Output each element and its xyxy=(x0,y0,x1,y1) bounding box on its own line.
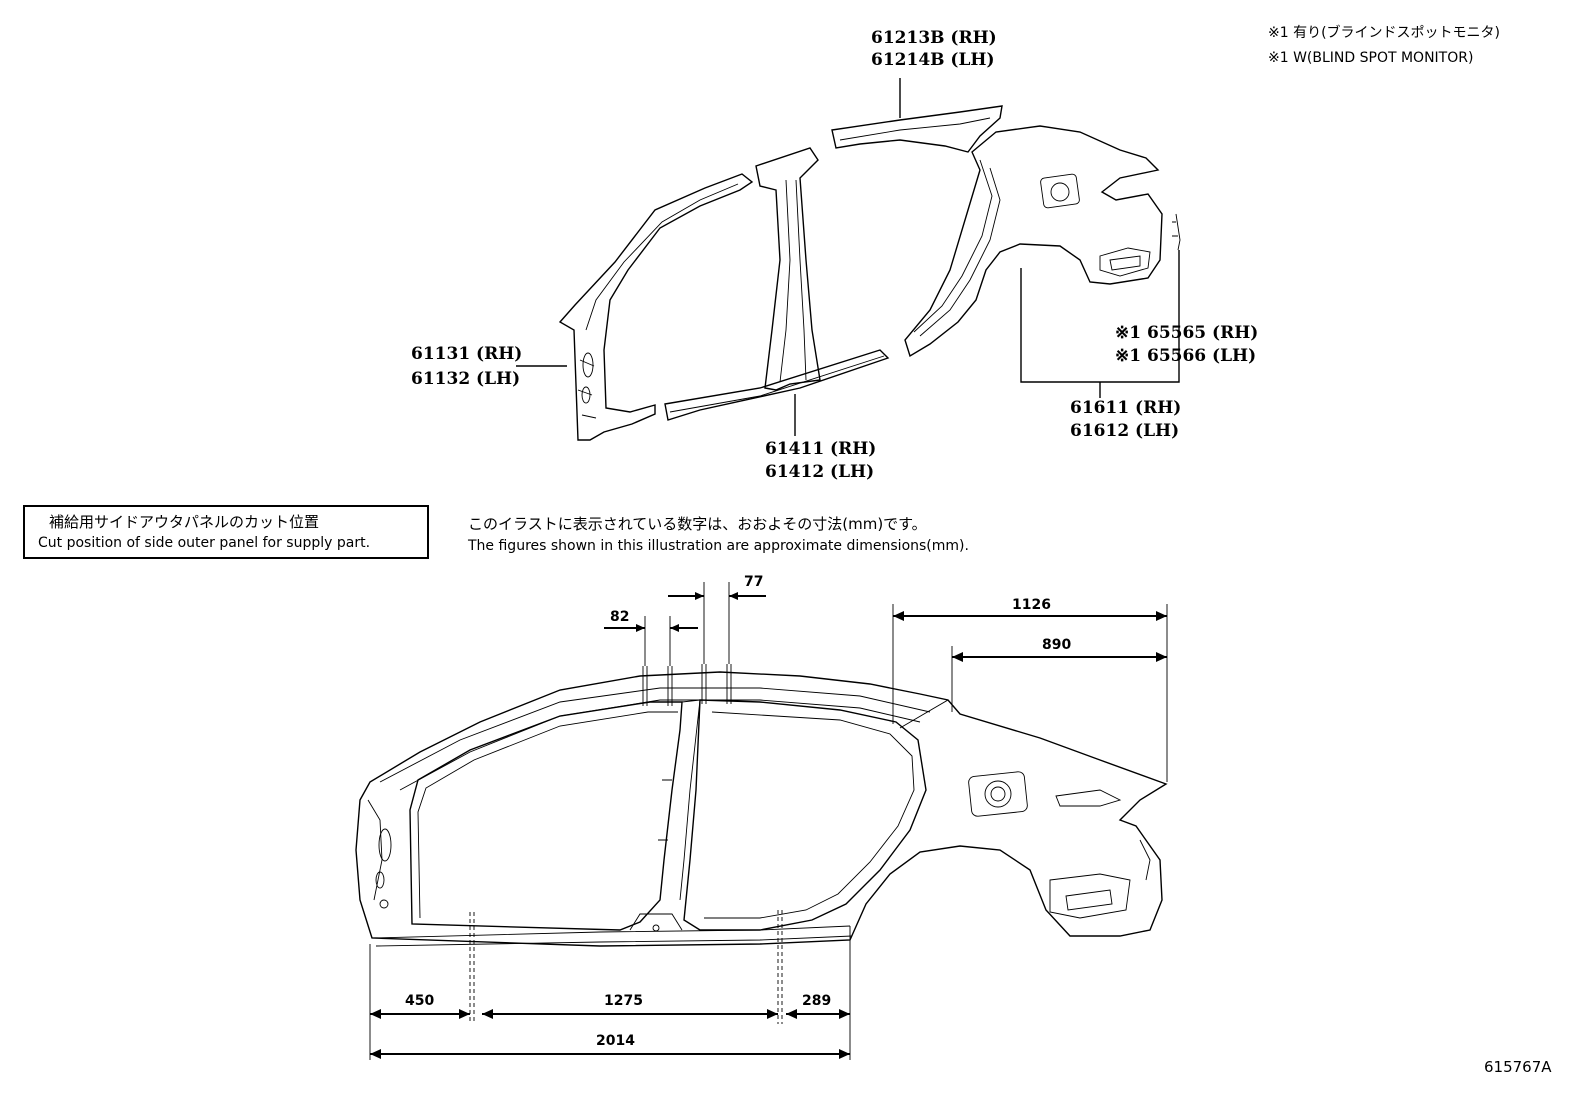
rocker-panel xyxy=(664,349,890,421)
side-view xyxy=(355,582,1168,1060)
roof-side-rail xyxy=(831,105,1003,153)
dim-77: 77 xyxy=(744,574,764,590)
part-label-monitor-lh: ※1 65566 (LH) xyxy=(1115,346,1257,366)
front-door-opening xyxy=(409,701,683,931)
cut-marks xyxy=(469,664,783,1024)
exploded-view xyxy=(516,78,1181,441)
dim-289: 289 xyxy=(802,993,832,1009)
dim-82: 82 xyxy=(610,609,630,625)
dim-450: 450 xyxy=(405,993,435,1009)
part-label-quarter-lh: 61612 (LH) xyxy=(1070,421,1180,441)
dimension-lines xyxy=(369,582,1168,1060)
cut-position-box: 補給用サイドアウタパネルのカット位置 Cut position of side … xyxy=(23,505,429,559)
cut-position-title-jp: 補給用サイドアウタパネルのカット位置 xyxy=(49,513,320,531)
disclaimer-jp: このイラストに表示されている数字は、おおよその寸法(mm)です。 xyxy=(468,515,927,533)
part-label-front-pillar-rh: 61131 (RH) xyxy=(411,344,523,364)
center-pillar xyxy=(755,147,821,391)
front-pillar-panel xyxy=(558,173,754,441)
part-label-roof-side-lh: 61214B (LH) xyxy=(871,50,995,70)
side-panel-outline xyxy=(355,671,1168,947)
dim-1126: 1126 xyxy=(1012,597,1051,613)
part-label-front-pillar-lh: 61132 (LH) xyxy=(411,369,521,389)
note-bsm-en: ※1 W(BLIND SPOT MONITOR) xyxy=(1268,50,1474,66)
cut-position-title-en: Cut position of side outer panel for sup… xyxy=(38,535,371,551)
part-label-rocker-lh: 61412 (LH) xyxy=(765,462,875,482)
part-label-roof-side-rh: 61213B (RH) xyxy=(871,28,997,48)
rear-door-opening xyxy=(683,699,927,931)
dim-1275: 1275 xyxy=(604,993,643,1009)
note-bsm-jp: ※1 有り(ブラインドスポットモニタ) xyxy=(1268,25,1501,41)
part-label-rocker-rh: 61411 (RH) xyxy=(765,439,877,459)
part-label-monitor-rh: ※1 65565 (RH) xyxy=(1115,323,1259,343)
disclaimer-en: The figures shown in this illustration a… xyxy=(468,538,969,554)
dim-2014: 2014 xyxy=(596,1033,635,1049)
quarter-panel xyxy=(904,125,1163,358)
part-label-quarter-rh: 61611 (RH) xyxy=(1070,398,1182,418)
figure-id: 615767A xyxy=(1484,1058,1552,1076)
dim-890: 890 xyxy=(1042,637,1072,653)
